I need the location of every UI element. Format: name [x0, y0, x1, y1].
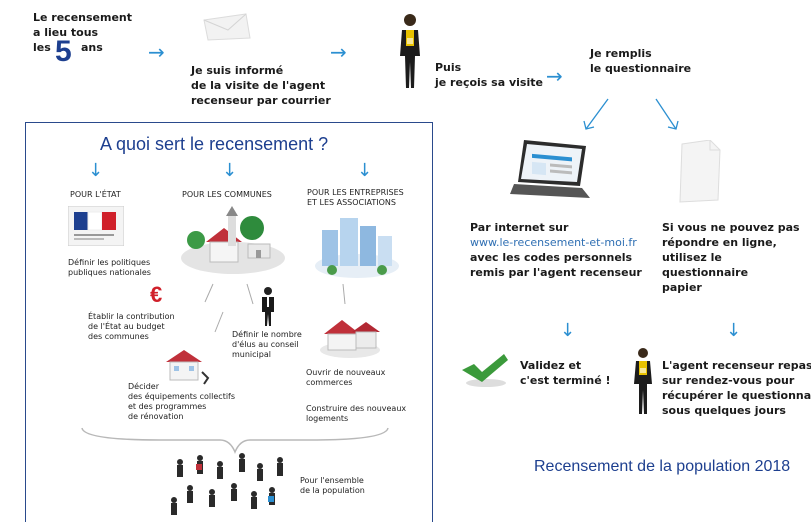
paper-text: Si vous ne pouvez pas répondre en ligne,… [662, 221, 800, 294]
etat-text: Définir les politiques publiques nationa… [68, 258, 151, 277]
done-text: Validez et c'est terminé ! [520, 359, 611, 387]
arrow-down-icon: ↓ [726, 320, 742, 341]
split-arrows [578, 95, 688, 135]
marianne-logo-icon [68, 206, 124, 246]
arrow-right-icon: → [148, 40, 165, 64]
equipements-text: Décider des équipements collectifs et de… [128, 382, 236, 421]
step3-text: Puis je reçois sa visite [435, 61, 543, 89]
arrow-down-icon: ↓ [222, 160, 238, 181]
envelope-icon [200, 12, 252, 42]
laptop-icon [510, 138, 592, 204]
elected-official-icon [260, 286, 276, 326]
logements-text: Construire des nouveaux logements [306, 404, 407, 423]
arrow-down-icon: ↓ [357, 160, 373, 181]
five-years-number: 5 [55, 35, 72, 68]
thin-arrows [195, 282, 355, 342]
step4-text: Je remplis le questionnaire [590, 47, 692, 75]
population-text: Pour l'ensemble de la population [300, 476, 365, 495]
elus-text: Définir le nombre d'élus au conseil muni… [232, 330, 302, 359]
step1-text: Le recensement a lieu tous les 5 ans [33, 11, 133, 68]
contribution-text: Établir la contribution de l'État au bud… [88, 312, 175, 341]
step2-text: Je suis informé de la visite de l'agent … [191, 64, 331, 107]
agent-figure-icon [397, 12, 423, 90]
city-illustration [312, 210, 402, 280]
heading-communes: POUR LES COMMUNES [182, 190, 272, 199]
footer-title: Recensement de la population 2018 [534, 458, 791, 475]
check-mark-icon [460, 352, 510, 388]
arrow-right-icon: → [546, 64, 563, 88]
school-illustration [162, 346, 212, 386]
census-website-link[interactable]: www.le-recensement-et-moi.fr [470, 236, 637, 249]
agent-text: L'agent recenseur repassera sur rendez-v… [662, 359, 811, 417]
arrow-down-icon: ↓ [88, 160, 104, 181]
internet-text: Par internet sur www.le-recensement-et-m… [470, 221, 642, 279]
village-illustration [178, 206, 288, 276]
heading-entreprises: POUR LES ENTREPRISES ET LES ASSOCIATIONS [307, 188, 404, 207]
brace-divider [80, 426, 390, 456]
arrow-down-icon: ↓ [560, 320, 576, 341]
panel-title: A quoi sert le recensement ? [100, 134, 329, 154]
info-panel [25, 122, 433, 522]
euro-icon: € [150, 282, 163, 307]
commerces-text: Ouvrir de nouveaux commerces [306, 368, 386, 387]
arrow-right-icon: → [330, 40, 347, 64]
agent-small-figure-icon [632, 346, 654, 416]
heading-etat: POUR L'ÉTAT [70, 190, 121, 199]
paper-questionnaire-icon [676, 140, 724, 204]
population-crowd-illustration [160, 452, 300, 518]
shop-illustration [318, 310, 382, 358]
